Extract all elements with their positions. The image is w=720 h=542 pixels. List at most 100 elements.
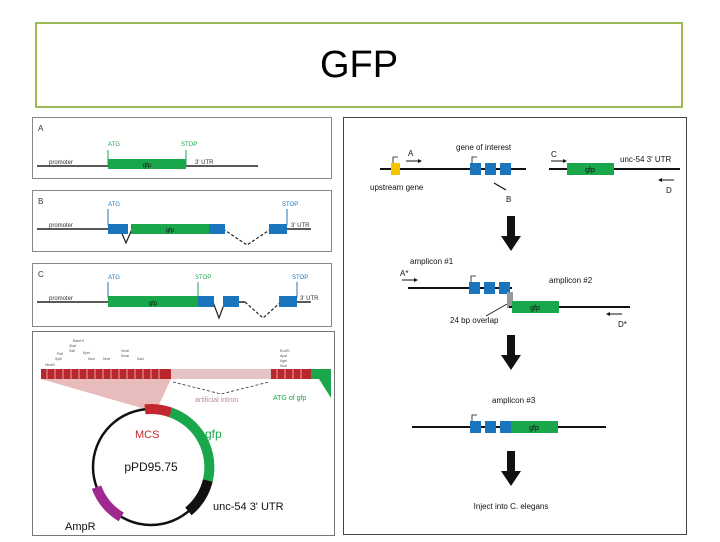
panel-a-promoter: promoter xyxy=(49,160,73,166)
gfp-segment xyxy=(168,407,215,482)
svg-text:BamHI: BamHI xyxy=(73,339,84,343)
overlap-region xyxy=(507,292,513,308)
amp3-exon-2 xyxy=(485,421,496,433)
intron-sequence-strip xyxy=(171,369,271,379)
step-arrow-2-shaft xyxy=(507,335,515,357)
primer-a-star-text: A* xyxy=(400,269,408,278)
svg-text:ApaI: ApaI xyxy=(280,354,287,358)
svg-text:NcoI: NcoI xyxy=(280,364,287,368)
upstream-tss-arrow xyxy=(392,156,398,163)
step-arrow-1-head xyxy=(501,236,521,251)
svg-text:AgeI: AgeI xyxy=(280,359,287,363)
svg-text:PstI: PstI xyxy=(57,352,63,356)
svg-text:XmaI: XmaI xyxy=(121,349,129,353)
svg-text:XbaI: XbaI xyxy=(69,344,76,348)
goi-exon-2 xyxy=(485,163,496,175)
primer-d-star-label: D* xyxy=(618,320,627,329)
amplicon2-label: amplicon #2 xyxy=(549,276,593,285)
primer-d-head xyxy=(658,178,662,182)
intron-label: artificial intron xyxy=(195,397,238,404)
mcs-sequence-strip xyxy=(41,369,171,379)
amp1-exon-3 xyxy=(499,282,510,294)
goi-tss-arrow xyxy=(471,156,477,163)
svg-text:NcoI: NcoI xyxy=(88,357,95,361)
gfp-template-label: gfp xyxy=(585,167,595,174)
primer-a-label: A xyxy=(408,149,414,158)
upstream-gene-box xyxy=(391,163,400,175)
overlap-pointer xyxy=(485,303,508,317)
mcs-segment xyxy=(144,404,173,418)
post-intron-strip xyxy=(271,369,311,379)
primer-d-label: D xyxy=(666,186,672,195)
panel-a-gfp-box xyxy=(108,159,186,169)
gfp-start-strip xyxy=(311,369,331,379)
panel-b-utr: 3' UTR xyxy=(291,223,310,229)
panel-b-diagram: B ATG gfp STOP promoter 3' UTR xyxy=(37,197,311,246)
panel-a-utr: 3' UTR xyxy=(195,160,214,166)
panel-a-diagram: A ATG gfp STOP promoter 3' UTR xyxy=(37,124,258,169)
step-arrow-2-head xyxy=(501,355,521,370)
atg-gfp-label: ATG of gfp xyxy=(273,395,306,402)
panel-a: A ATG gfp STOP promoter 3' UTR xyxy=(32,117,332,179)
ampr-segment xyxy=(91,485,124,522)
primer-a-star-head xyxy=(414,278,418,282)
overlap-label: 24 bp overlap xyxy=(450,316,499,325)
pcr-fusion-panel: gene of interest upstream gene A B gfp u… xyxy=(343,117,687,535)
svg-text:SalI: SalI xyxy=(69,349,75,353)
amp3-tss-arrow xyxy=(471,414,477,421)
panel-c-exon-3 xyxy=(279,296,297,307)
plasmid-gfp-label: gfp xyxy=(205,427,222,441)
amp2-gfp-label: gfp xyxy=(530,305,540,312)
amp2-gfp-box xyxy=(512,301,559,313)
goi-exon-1 xyxy=(470,163,481,175)
primer-b-label: B xyxy=(506,195,511,204)
primer-c-head xyxy=(563,159,567,163)
panel-c-atg: ATG xyxy=(108,275,120,281)
panel-c-intron-2 xyxy=(244,301,282,319)
goi-label: gene of interest xyxy=(456,143,512,152)
mcs-label: MCS xyxy=(135,429,159,441)
ampr-label: AmpR xyxy=(65,521,96,533)
step-arrow-3-shaft xyxy=(507,451,515,473)
title-box: GFP xyxy=(35,22,683,108)
panel-b-gfp-label: gfp xyxy=(166,228,175,234)
panel-c-stop1: STOP xyxy=(195,275,211,281)
primer-a-head xyxy=(418,159,422,163)
step-arrow-1-shaft xyxy=(507,216,515,238)
panel-c-promoter: promoter xyxy=(49,296,73,302)
pcr-fusion-diagram: gene of interest upstream gene A B gfp u… xyxy=(370,143,680,511)
amp3-gfp-box xyxy=(511,421,558,433)
primer-b-arrow xyxy=(493,182,507,191)
panel-b-intron-2 xyxy=(222,228,272,246)
panel-c-gfp-box xyxy=(108,296,198,307)
sequence-ticks xyxy=(46,369,302,379)
panel-c-diagram: C ATG gfp STOP STOP promoter 3' UTR xyxy=(37,270,319,320)
unc54-label: unc-54 3' UTR xyxy=(620,155,672,164)
panel-b-exon-2 xyxy=(209,224,225,234)
amplicon1-label: amplicon #1 xyxy=(410,257,454,266)
amp3-exon-3 xyxy=(500,421,511,433)
svg-text:SacI: SacI xyxy=(137,357,144,361)
primer-c-label: C xyxy=(551,150,557,159)
panel-c-intron-1 xyxy=(212,301,226,320)
panel-b-stop: STOP xyxy=(282,202,298,208)
slide-title: GFP xyxy=(319,43,399,86)
panel-b: B ATG gfp STOP promoter 3' UTR xyxy=(32,190,332,252)
amp1-tss-arrow xyxy=(470,275,476,282)
svg-text:NheI: NheI xyxy=(103,357,110,361)
panel-c-gfp-label: gfp xyxy=(149,301,158,307)
intron-dashes xyxy=(172,381,270,395)
svg-text:SmaI: SmaI xyxy=(121,354,129,358)
svg-text:SphI: SphI xyxy=(55,357,62,361)
panel-c-utr: 3' UTR xyxy=(300,296,319,302)
panel-c-exon-2 xyxy=(223,296,239,307)
utr-segment xyxy=(185,479,213,516)
amp3-exon-1 xyxy=(470,421,481,433)
amplicon3-label: amplicon #3 xyxy=(492,396,536,405)
panel-c-exon-1 xyxy=(198,296,214,307)
panel-a-atg: ATG xyxy=(108,142,120,148)
panel-c-letter: C xyxy=(38,270,44,279)
step-arrow-3-head xyxy=(501,471,521,486)
